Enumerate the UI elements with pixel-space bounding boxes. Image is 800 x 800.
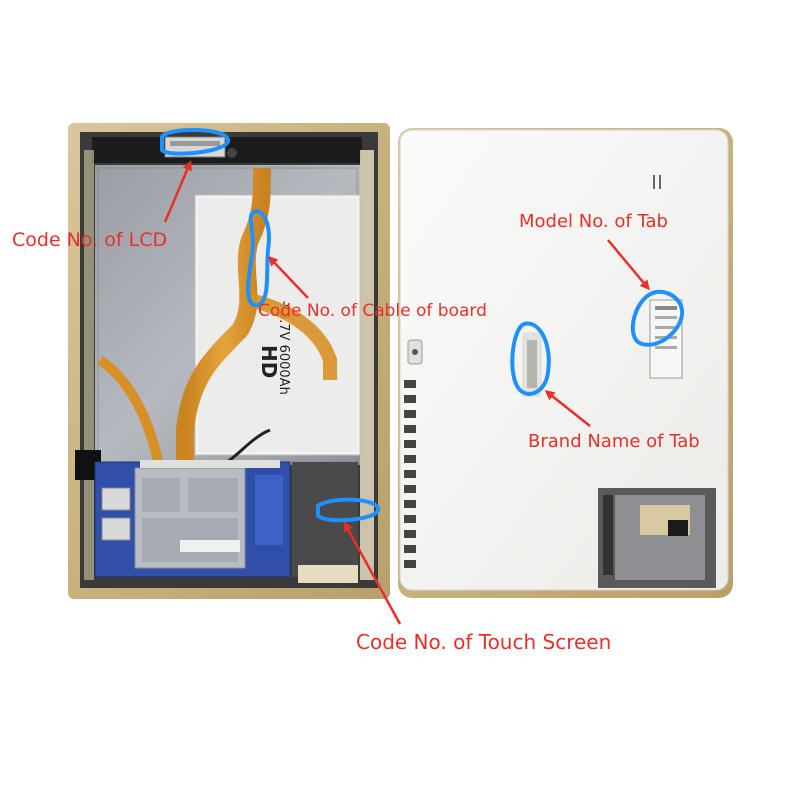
battery-label-hd: HD xyxy=(257,345,281,378)
arrow-lcd xyxy=(163,160,192,223)
arrow-brand xyxy=(544,390,591,427)
sim-slot xyxy=(101,487,131,511)
highlight-touch xyxy=(316,497,380,523)
opened-tablet: HD +3.7V 6000Ah xyxy=(68,123,390,599)
label-model-number: Model No. of Tab xyxy=(519,211,668,232)
highlight-model xyxy=(630,289,684,347)
main-board xyxy=(94,460,291,578)
highlight-lcd xyxy=(160,128,230,156)
label-brand-name: Brand Name of Tab xyxy=(528,431,700,452)
battery: HD +3.7V 6000Ah xyxy=(194,194,361,456)
highlight-marks xyxy=(160,128,684,523)
arrow-model xyxy=(607,239,650,291)
back-cover xyxy=(398,128,733,598)
battery-label-voltage: +3.7V 6000Ah xyxy=(276,300,291,395)
tape-right xyxy=(360,150,374,580)
highlight-cable xyxy=(246,209,271,308)
arrow-touch xyxy=(343,521,402,625)
arrow-cable xyxy=(267,255,309,299)
side-flex-cable xyxy=(97,355,165,471)
label-touch-screen-code: Code No. of Touch Screen xyxy=(356,630,612,654)
side-ports xyxy=(404,380,416,568)
back-cover-panel xyxy=(399,129,729,591)
label-cable-code: Code No. of Cable of board xyxy=(258,301,487,321)
highlight-brand xyxy=(510,321,551,396)
label-lcd-code: Code No. of LCD xyxy=(12,229,168,251)
annotation-arrows xyxy=(163,160,650,625)
